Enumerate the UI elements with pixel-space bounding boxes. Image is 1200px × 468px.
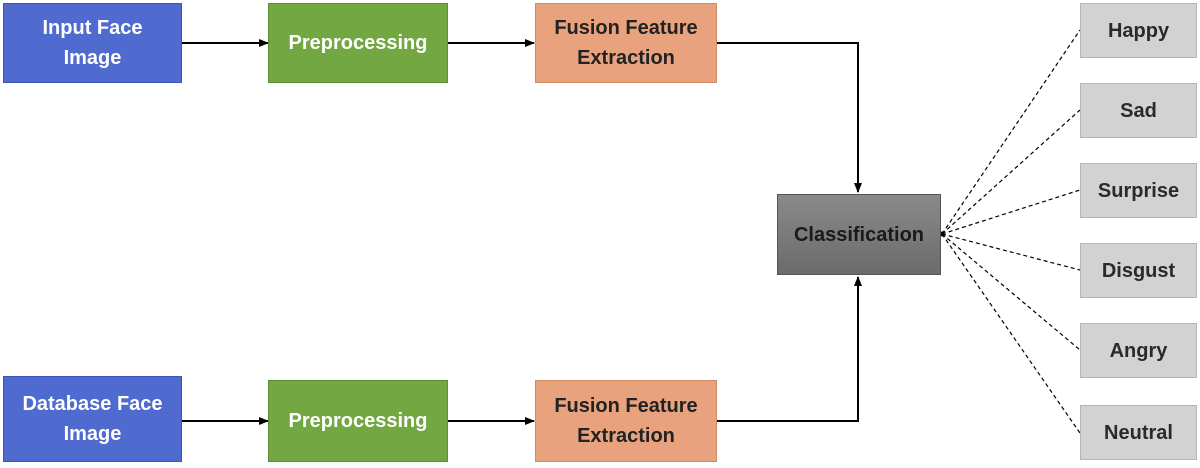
dashed-link-sad bbox=[941, 109, 1081, 235]
input-face-image-box: Input Face Image bbox=[3, 3, 182, 83]
dashed-link-surprise bbox=[941, 189, 1081, 235]
emotion-surprise-box: Surprise bbox=[1080, 163, 1197, 218]
emotion-neutral-box: Neutral bbox=[1080, 405, 1197, 460]
fusion-feature-extraction-box-top: Fusion Feature Extraction bbox=[535, 3, 717, 83]
classification-box: Classification bbox=[777, 194, 941, 275]
preprocessing-box-top: Preprocessing bbox=[268, 3, 448, 83]
preprocessing-box-bottom: Preprocessing bbox=[268, 380, 448, 462]
emotion-happy-box: Happy bbox=[1080, 3, 1197, 58]
dashed-link-disgust bbox=[941, 233, 1081, 271]
database-face-image-box: Database Face Image bbox=[3, 376, 182, 462]
dashed-link-happy bbox=[941, 29, 1081, 235]
emotion-sad-box: Sad bbox=[1080, 83, 1197, 138]
emotion-angry-box: Angry bbox=[1080, 323, 1197, 378]
dashed-link-neutral bbox=[941, 233, 1081, 434]
fusion-feature-extraction-box-bottom: Fusion Feature Extraction bbox=[535, 380, 717, 462]
emotion-disgust-box: Disgust bbox=[1080, 243, 1197, 298]
arrow-fusion-to-classification-bottom bbox=[716, 276, 862, 422]
dashed-link-angry bbox=[941, 233, 1081, 351]
arrow-fusion-to-classification-top bbox=[716, 42, 862, 193]
